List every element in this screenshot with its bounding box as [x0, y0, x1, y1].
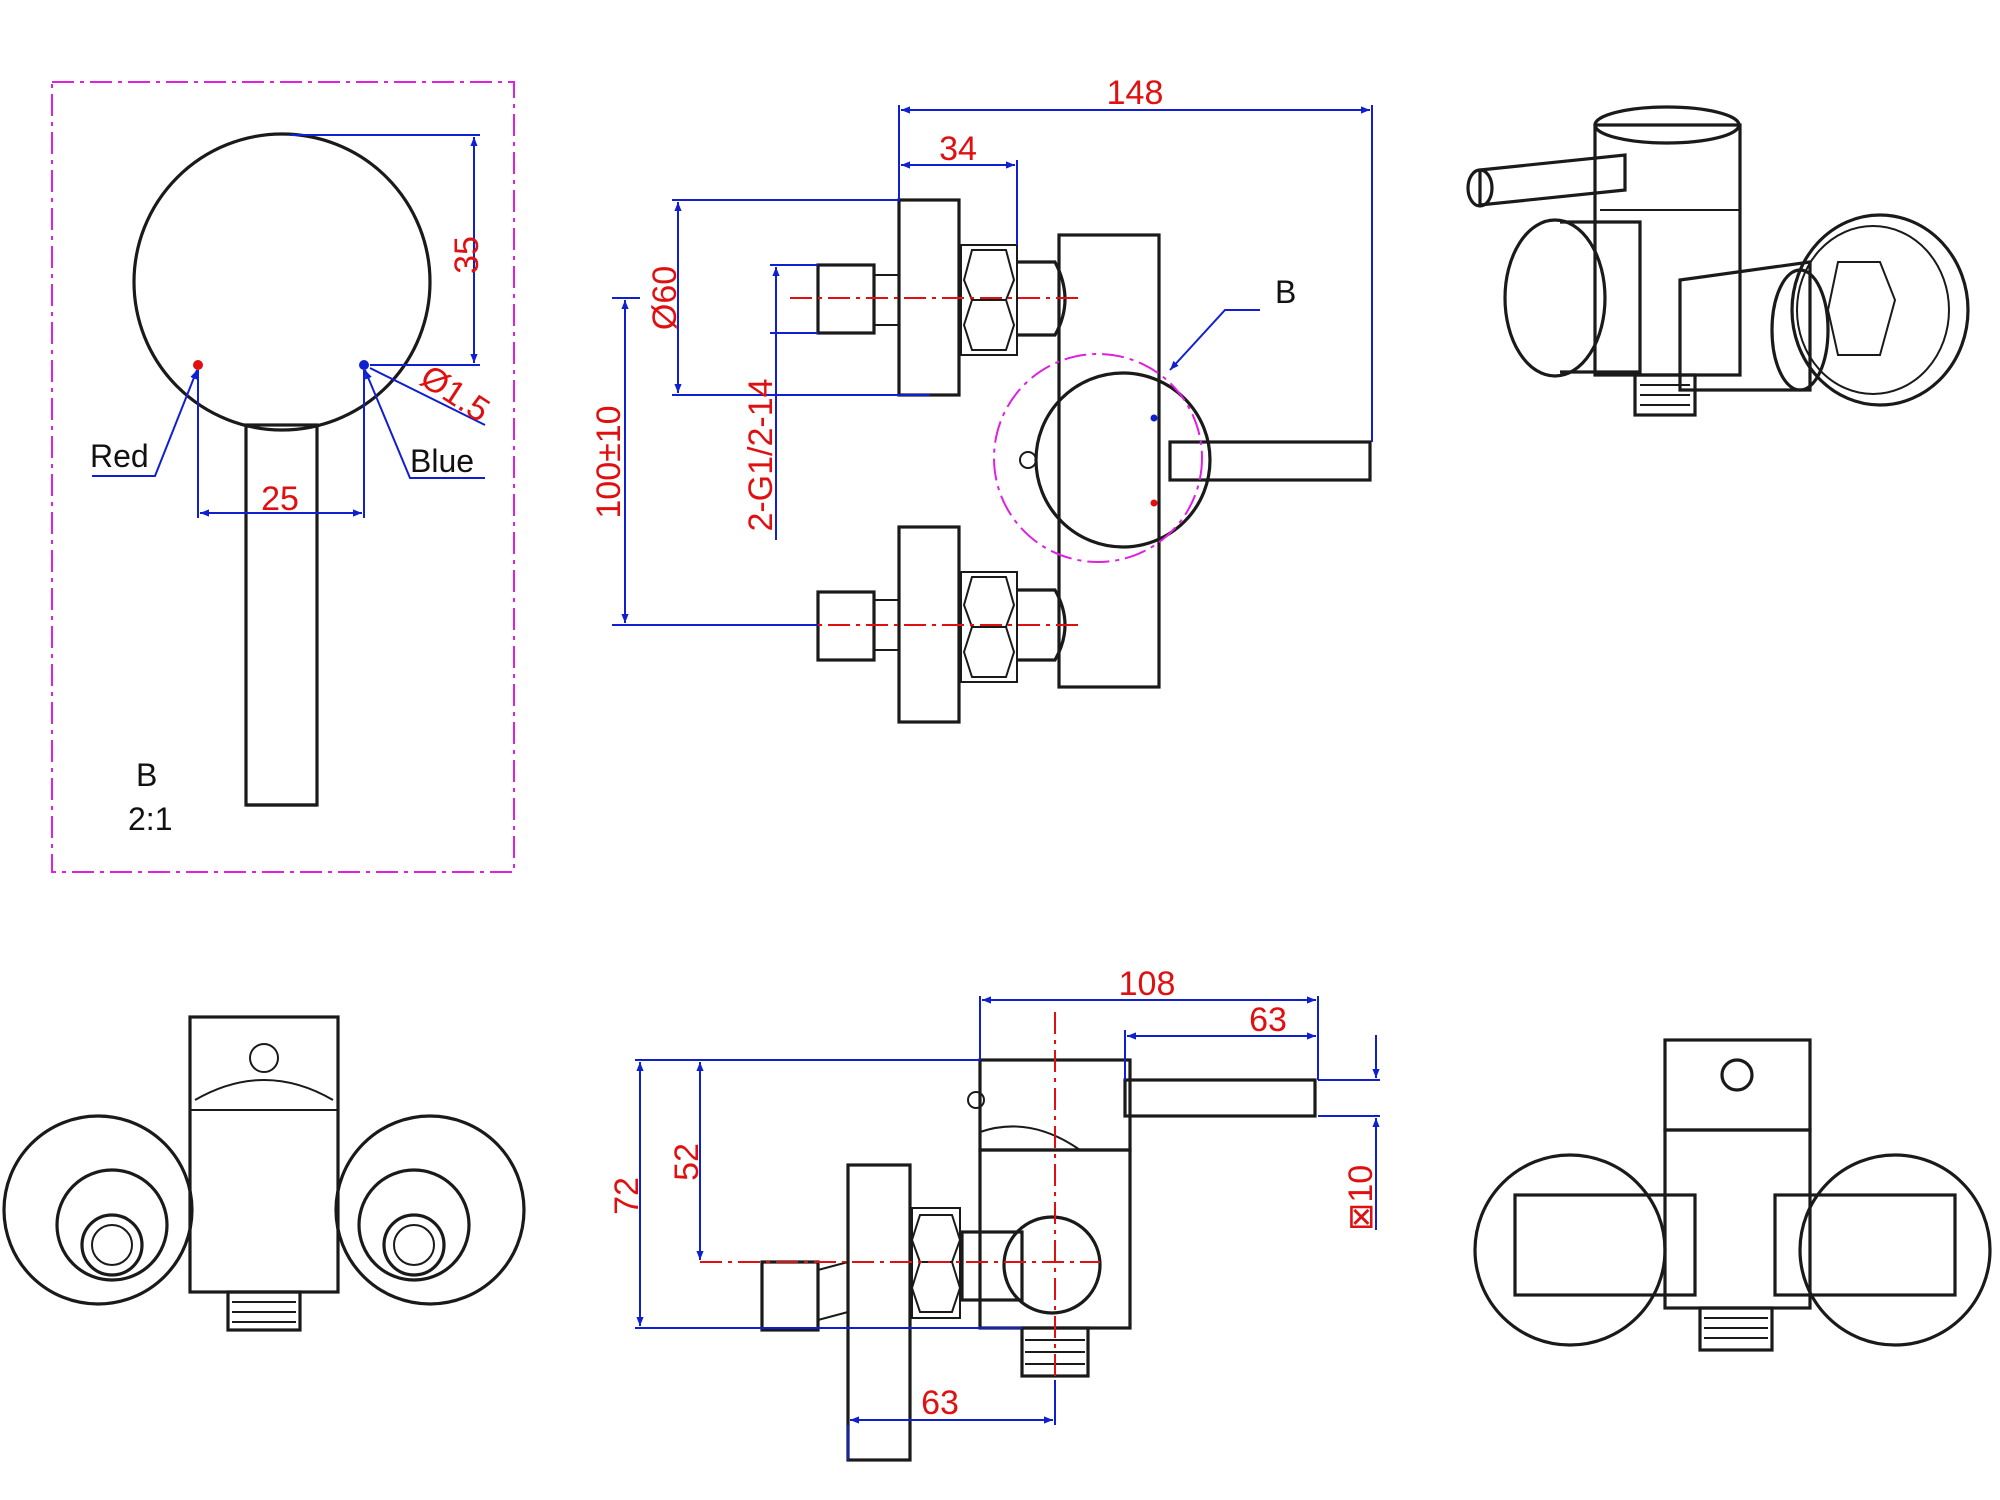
side-inlet: [760, 1260, 820, 1332]
upper-connector: [1018, 260, 1067, 337]
rear-right-arm: [1773, 1193, 1957, 1297]
side-connector: [960, 1230, 1024, 1302]
bottom-right-inlet: [382, 1213, 446, 1277]
detail-callout: B: [136, 757, 157, 793]
rear-view: [1473, 1038, 1992, 1352]
bottom-left-inlet: [80, 1213, 144, 1277]
bottom-right-fitting: [357, 1168, 471, 1282]
pivot-pin: [1019, 451, 1037, 469]
side-inlet-neck: [817, 1261, 849, 1321]
blue-label: Blue: [410, 443, 474, 479]
dim-thread-text: 2-G1/2-14: [742, 378, 780, 531]
detail-circle-b: [993, 353, 1203, 563]
dim-60-text: Ø60: [646, 266, 684, 330]
front-view: 148 34 Ø60 2-G1/2-14 100±10 B: [590, 74, 1373, 724]
dim-52-text: 52: [668, 1143, 706, 1181]
rear-top-hole: [1720, 1058, 1754, 1092]
bottom-left-inlet-inner: [91, 1224, 133, 1266]
iso-left-plate: [1503, 218, 1607, 378]
handle-knob: [132, 132, 432, 432]
red-dot: [193, 360, 203, 370]
detail-scale: 2:1: [128, 801, 172, 837]
rear-body: [1663, 1128, 1812, 1310]
dim-108-text: 108: [1119, 965, 1176, 1003]
upper-nut: [960, 244, 1018, 356]
dim-35-text: 35: [448, 236, 486, 274]
bottom-body: [188, 1015, 340, 1294]
bottom-left-plate: [2, 1114, 194, 1306]
callout-b-leader: [1169, 309, 1260, 371]
iso-left-plate-rim: [1560, 220, 1642, 374]
iso-right-plate-inner: [1796, 225, 1950, 395]
detail-border: [51, 81, 515, 873]
dim-100-text: 100±10: [590, 405, 628, 518]
upper-inlet-neck: [873, 274, 900, 326]
lower-nut-hex: [962, 576, 1016, 678]
iso-body: [1593, 123, 1742, 377]
bottom-handle-curve: [194, 1079, 334, 1101]
dim-dot-text: Ø1.5: [414, 358, 497, 430]
rear-left-arm: [1513, 1193, 1697, 1297]
dim-10-text: ⊠10: [1342, 1165, 1380, 1231]
mixer-body: [1057, 233, 1161, 689]
iso-lever-tip: [1466, 168, 1494, 208]
side-knob: [1002, 1215, 1102, 1315]
iso-lever: [1478, 153, 1627, 207]
upper-nut-hex: [962, 249, 1016, 351]
red-dot-marker: [1150, 499, 1158, 507]
bottom-outlet: [226, 1290, 302, 1332]
side-handle-curve: [979, 1125, 1081, 1151]
isometric-view: [1466, 105, 1970, 417]
dim-72-text: 72: [608, 1177, 646, 1215]
dim-63b-text: 63: [921, 1384, 959, 1422]
bottom-right-inlet-inner: [393, 1224, 435, 1266]
blue-dot: [359, 360, 369, 370]
bottom-view: [2, 1015, 526, 1332]
rear-right-plate: [1798, 1153, 1992, 1347]
side-pin: [967, 1091, 985, 1109]
iso-body-top: [1593, 105, 1741, 145]
rear-left-plate: [1473, 1153, 1667, 1347]
bottom-left-fitting: [55, 1168, 169, 1282]
dim-34-text: 34: [939, 130, 977, 168]
iso-right-plate: [1790, 213, 1970, 407]
bottom-handle-hole: [249, 1043, 279, 1073]
dim-148-text: 148: [1107, 74, 1164, 112]
side-view: 108 63 72 52 ⊠10 63: [608, 965, 1380, 1462]
side-lever: [1123, 1078, 1317, 1118]
callout-b-text: B: [1275, 274, 1296, 310]
iso-nut: [1826, 261, 1897, 356]
bottom-right-plate: [334, 1114, 526, 1306]
detail-view-b: 35 25 Red Blue Ø1.5 B 2:1: [51, 81, 515, 873]
iso-right-inlet: [1678, 260, 1812, 392]
iso-outlet: [1633, 373, 1697, 417]
blue-dot-marker: [1150, 414, 1158, 422]
dia-leader: [369, 367, 486, 426]
side-nut-hex: [910, 1214, 962, 1313]
handle-lever: [1168, 440, 1372, 482]
rear-top-block: [1663, 1038, 1812, 1132]
blue-leader: [364, 369, 485, 479]
dim-25-text: 25: [261, 480, 299, 518]
lower-nut: [960, 571, 1018, 683]
red-leader: [92, 369, 198, 477]
iso-right-inlet-end: [1770, 268, 1830, 392]
rear-outlet: [1698, 1306, 1774, 1352]
dim-63t-text: 63: [1249, 1001, 1287, 1039]
side-wall-plate: [846, 1163, 912, 1462]
red-label: Red: [90, 438, 149, 474]
